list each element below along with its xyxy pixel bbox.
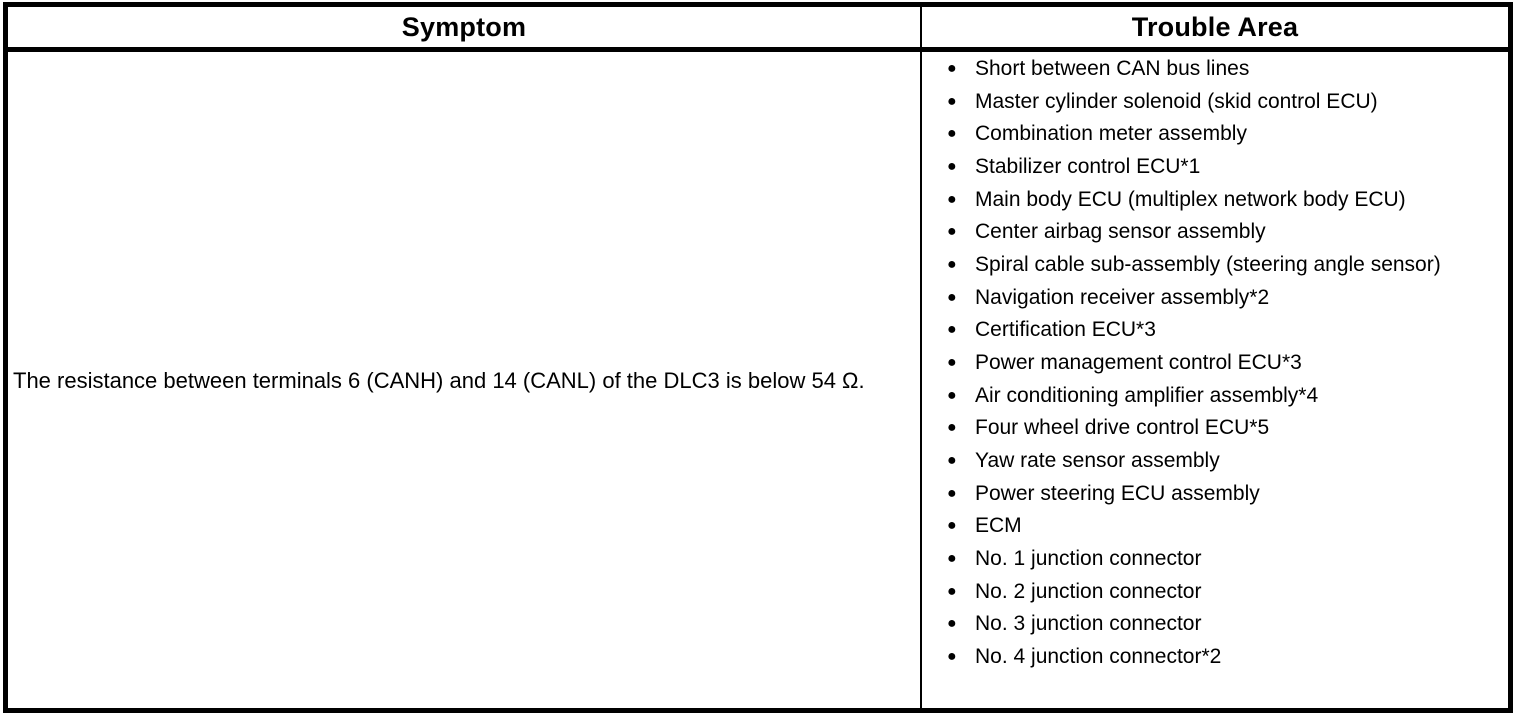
- bullet-icon: ●: [947, 288, 957, 306]
- bullet-icon: ●: [947, 92, 957, 110]
- bullet-icon: ●: [947, 353, 957, 371]
- bullet-icon: ●: [947, 419, 957, 437]
- trouble-area-item: ● Power management control ECU*3: [947, 347, 1486, 380]
- bullet-icon: ●: [947, 321, 957, 339]
- table-header-row: Symptom Trouble Area: [8, 7, 1508, 52]
- trouble-area-item: ● Center airbag sensor assembly: [947, 216, 1486, 249]
- trouble-area-list: ● Short between CAN bus lines ● Master cyli…: [922, 52, 1508, 673]
- symptom-trouble-area-table: Symptom Trouble Area The resistance betw…: [3, 2, 1513, 713]
- trouble-area-item: ● Spiral cable sub-assembly (steering ang…: [947, 249, 1486, 282]
- trouble-area-item: ● Short between CAN bus lines: [947, 53, 1486, 86]
- trouble-area-item: ● Stabilizer control ECU*1: [947, 151, 1486, 184]
- bullet-icon: ●: [947, 549, 957, 567]
- trouble-area-item-label: No. 4 junction connector*2: [975, 644, 1222, 668]
- trouble-area-item: ● Four wheel drive control ECU*5: [947, 412, 1486, 445]
- trouble-area-item-label: Stabilizer control ECU*1: [975, 154, 1201, 178]
- trouble-area-item-label: Power steering ECU assembly: [975, 481, 1260, 505]
- trouble-area-item-label: No. 2 junction connector: [975, 579, 1202, 603]
- trouble-area-item-label: Spiral cable sub-assembly (steering angl…: [975, 252, 1441, 276]
- trouble-area-item-label: Navigation receiver assembly*2: [975, 285, 1270, 309]
- bullet-icon: ●: [947, 125, 957, 143]
- trouble-area-cell: ● Short between CAN bus lines ● Master cyli…: [920, 52, 1508, 708]
- bullet-icon: ●: [947, 517, 957, 535]
- bullet-icon: ●: [947, 484, 957, 502]
- trouble-area-item-label: Certification ECU*3: [975, 318, 1156, 342]
- trouble-area-item-label: Main body ECU (multiplex network body EC…: [975, 187, 1406, 211]
- trouble-area-item-label: Four wheel drive control ECU*5: [975, 416, 1270, 440]
- trouble-area-column-header: Trouble Area: [920, 7, 1508, 47]
- trouble-area-item: ● Combination meter assembly: [947, 118, 1486, 151]
- trouble-area-item-label: Air conditioning amplifier assembly*4: [975, 383, 1319, 407]
- trouble-area-item: ● Master cylinder solenoid (skid control …: [947, 86, 1486, 119]
- bullet-icon: ●: [947, 157, 957, 175]
- bullet-icon: ●: [947, 223, 957, 241]
- table-row: The resistance between terminals 6 (CANH…: [8, 52, 1508, 708]
- trouble-area-item: ● No. 1 junction connector: [947, 543, 1486, 576]
- trouble-area-item: ● Navigation receiver assembly*2: [947, 282, 1486, 315]
- bullet-icon: ●: [947, 60, 957, 77]
- bullet-icon: ●: [947, 615, 957, 633]
- symptom-column-header: Symptom: [401, 11, 527, 42]
- trouble-area-item: ● ECM: [947, 510, 1486, 543]
- trouble-area-item: ● No. 4 junction connector*2: [947, 641, 1486, 674]
- trouble-area-item: ● Certification ECU*3: [947, 314, 1486, 347]
- bullet-icon: ●: [947, 255, 957, 273]
- trouble-area-item: ● Air conditioning amplifier assembly*4: [947, 380, 1486, 413]
- trouble-area-item-label: Short between CAN bus lines: [975, 57, 1250, 80]
- trouble-area-item-label: Combination meter assembly: [975, 122, 1247, 146]
- bullet-icon: ●: [947, 582, 957, 600]
- trouble-area-item-label: Master cylinder solenoid (skid control E…: [975, 89, 1378, 113]
- trouble-area-item-label: Center airbag sensor assembly: [975, 220, 1266, 244]
- trouble-area-item: ● No. 2 junction connector: [947, 576, 1486, 609]
- trouble-area-item: ● Main body ECU (multiplex network body E…: [947, 184, 1486, 217]
- trouble-area-item: ● Yaw rate sensor assembly: [947, 445, 1486, 478]
- trouble-area-item-label: ECM: [975, 514, 1022, 538]
- bullet-icon: ●: [947, 647, 957, 665]
- bullet-icon: ●: [947, 451, 957, 469]
- symptom-cell: The resistance between terminals 6 (CANH…: [13, 367, 865, 393]
- trouble-area-item-label: Power management control ECU*3: [975, 350, 1302, 374]
- bullet-icon: ●: [947, 386, 957, 404]
- trouble-area-item: ● No. 3 junction connector: [947, 608, 1486, 641]
- trouble-area-item-label: No. 3 junction connector: [975, 612, 1202, 636]
- trouble-area-item-label: Yaw rate sensor assembly: [975, 448, 1220, 472]
- trouble-area-item: ● Power steering ECU assembly: [947, 478, 1486, 511]
- bullet-icon: ●: [947, 190, 957, 208]
- trouble-area-item-label: No. 1 junction connector: [975, 546, 1202, 570]
